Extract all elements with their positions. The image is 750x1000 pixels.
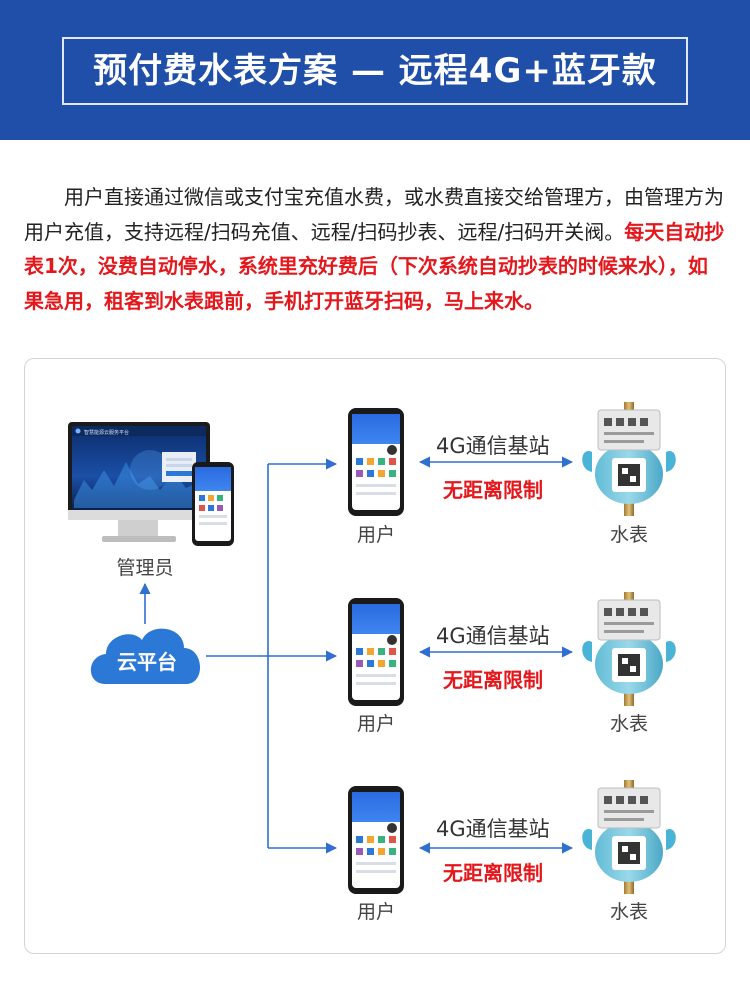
header-frame: 预付费水表方案 — 远程4G+蓝牙款 (62, 37, 688, 105)
row-1-station-label: 4G通信基站 (436, 434, 550, 458)
admin-monitor-icon: 智慧能源云服务平台 (68, 422, 210, 542)
description-paragraph: 用户直接通过微信或支付宝充值水费，或水费直接交给管理方，由管理方为用户充值，支持… (24, 180, 726, 318)
row-2-meter-label: 水表 (609, 713, 648, 735)
row-3-meter-label: 水表 (609, 901, 648, 923)
row-1-user-label: 用户 (356, 524, 395, 546)
water-meter-icon (582, 402, 676, 516)
row-1-meter-label: 水表 (609, 524, 648, 546)
admin-phone-icon (192, 462, 234, 546)
description-normal: 用户直接通过微信或支付宝充值水费，或水费直接交给管理方，由管理方为用户充值，支持… (24, 185, 724, 244)
cloud-label: 云平台 (117, 650, 177, 674)
row-2-limit-label: 无距离限制 (443, 668, 543, 692)
row-2-station-label: 4G通信基站 (436, 624, 550, 648)
admin-label: 管理员 (116, 557, 174, 579)
header-banner: 预付费水表方案 — 远程4G+蓝牙款 (0, 0, 750, 140)
row-2-graphics (348, 592, 676, 706)
row-3-limit-label: 无距离限制 (443, 861, 543, 885)
page-title: 预付费水表方案 — 远程4G+蓝牙款 (93, 51, 657, 91)
user-phone-icon (348, 598, 404, 706)
water-meter-icon (582, 780, 676, 894)
row-2-user-label: 用户 (356, 713, 395, 735)
row-3-graphics (348, 780, 676, 894)
monitor-title: 智慧能源云服务平台 (84, 429, 129, 436)
user-phone-icon (348, 786, 404, 894)
description-highlight: 每天自动抄表1次，没费自动停水，系统里充好费后（下次系统自动抄表的时候来水），如… (24, 219, 725, 313)
cloud-platform-icon (90, 628, 201, 684)
row-1-graphics (348, 402, 676, 516)
row-1-limit-label: 无距离限制 (443, 478, 543, 502)
row-3-user-label: 用户 (356, 901, 395, 923)
user-phone-icon (348, 408, 404, 516)
row-3-station-label: 4G通信基站 (436, 817, 550, 841)
water-meter-icon (582, 592, 676, 706)
